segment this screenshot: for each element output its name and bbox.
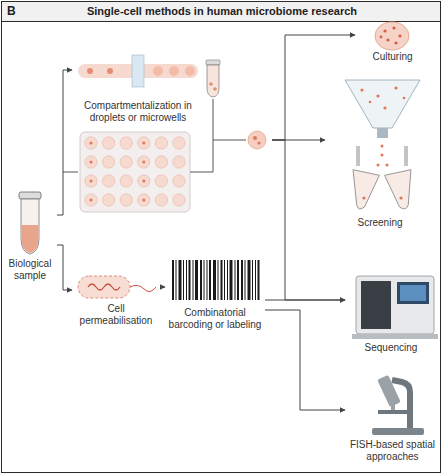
step-label: Cell permeabilisation [72,303,160,327]
illustrated-step: Compartmentalization in droplets or micr… [72,52,272,217]
illustrated-step: Biological sample [3,190,57,290]
flow-arrow [265,300,345,301]
flow-arrow [265,310,345,410]
flow-arrow [160,287,165,288]
microwell-plate [63,132,213,212]
illustrated-step: Screening [325,72,435,232]
flow-arrow [57,245,72,290]
droplet-channel [78,55,246,140]
flow-arrow [272,35,355,140]
illustrated-step: FISH-based spatial approaches [345,375,440,470]
sample-tube [19,192,41,254]
step-label: Combinatorial barcoding or labeling [165,307,265,331]
permeabilised-cell [78,276,156,298]
flow-arrow [272,140,345,300]
figure-title: Single-cell methods in human microbiome … [20,5,424,18]
illustrated-step: Culturing [355,20,430,68]
illustrated-step: Sequencing [345,265,437,365]
illustrated-step: Cell permeabilisation [72,268,160,329]
sequencer [352,276,438,339]
petri-dish [375,22,409,50]
step-label: Screening [325,217,435,229]
cell-sorter [345,80,420,211]
flow-arrow [57,70,72,215]
panel-letter: B [7,4,16,18]
barcode [172,260,260,300]
illustrated-step: Combinatorial barcoding or labeling [165,255,265,345]
step-label: FISH-based spatial approaches [345,439,440,463]
step-label: Sequencing [345,342,437,354]
step-label: Compartmentalization in droplets or micr… [72,100,204,124]
step-label: Biological sample [3,258,57,282]
single-droplet [248,131,266,149]
step-label: Culturing [355,51,430,63]
microscope [372,375,424,435]
